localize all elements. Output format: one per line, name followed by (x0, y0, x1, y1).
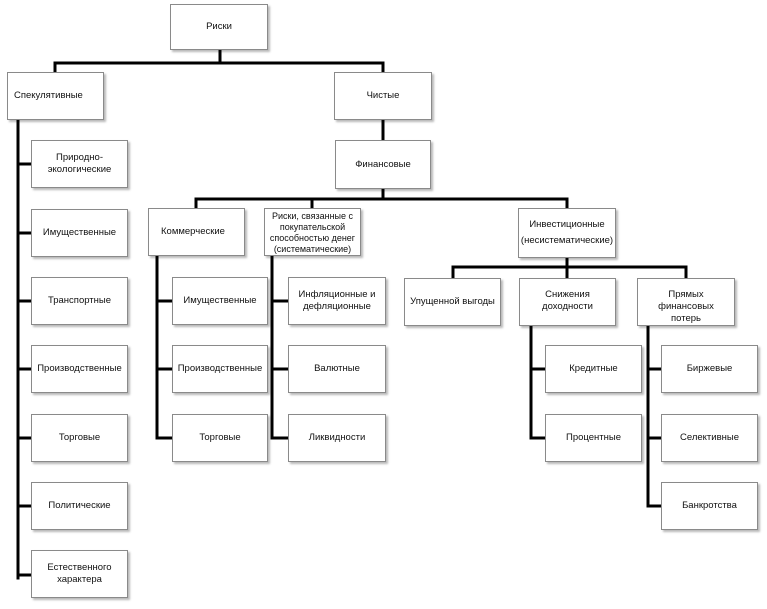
node-speculative-item: Торговые (31, 414, 128, 462)
node-yield-item: Процентные (545, 414, 642, 462)
node-speculative-item: Политические (31, 482, 128, 530)
node-direct-loss-item: Биржевые (661, 345, 758, 393)
node-purchasing-item: Ликвидности (288, 414, 386, 462)
node-purchasing-item: Инфляционные и дефляционные (288, 277, 386, 325)
node-speculative-item: Имущественные (31, 209, 128, 257)
node-commercial-item: Производственные (172, 345, 268, 393)
node-direct-loss-item: Селективные (661, 414, 758, 462)
node-direct-loss-item: Банкротства (661, 482, 758, 530)
node-speculative-item: Транспортные (31, 277, 128, 325)
node-risks: Риски (170, 4, 268, 50)
node-yield-item: Кредитные (545, 345, 642, 393)
node-direct-loss: Прямых финансовых потерь (637, 278, 735, 326)
node-lost-profit: Упущенной выгоды (404, 278, 501, 326)
node-investment: Инвестиционные (несистематические) (518, 208, 616, 258)
node-speculative-item: Производственные (31, 345, 128, 393)
node-purchasing-item: Валютные (288, 345, 386, 393)
node-speculative: Спекулятивные (7, 72, 104, 120)
node-financial: Финансовые (335, 140, 431, 189)
node-commercial-item: Торговые (172, 414, 268, 462)
node-yield-decline: Снижения доходности (519, 278, 616, 326)
node-purchasing-power: Риски, связанные с покупательской способ… (264, 208, 361, 256)
node-commercial-item: Имущественные (172, 277, 268, 325)
node-pure: Чистые (334, 72, 432, 120)
node-commercial: Коммерческие (148, 208, 245, 256)
node-speculative-item: Естественного характера (31, 550, 128, 598)
node-speculative-item: Природно- экологические (31, 140, 128, 188)
